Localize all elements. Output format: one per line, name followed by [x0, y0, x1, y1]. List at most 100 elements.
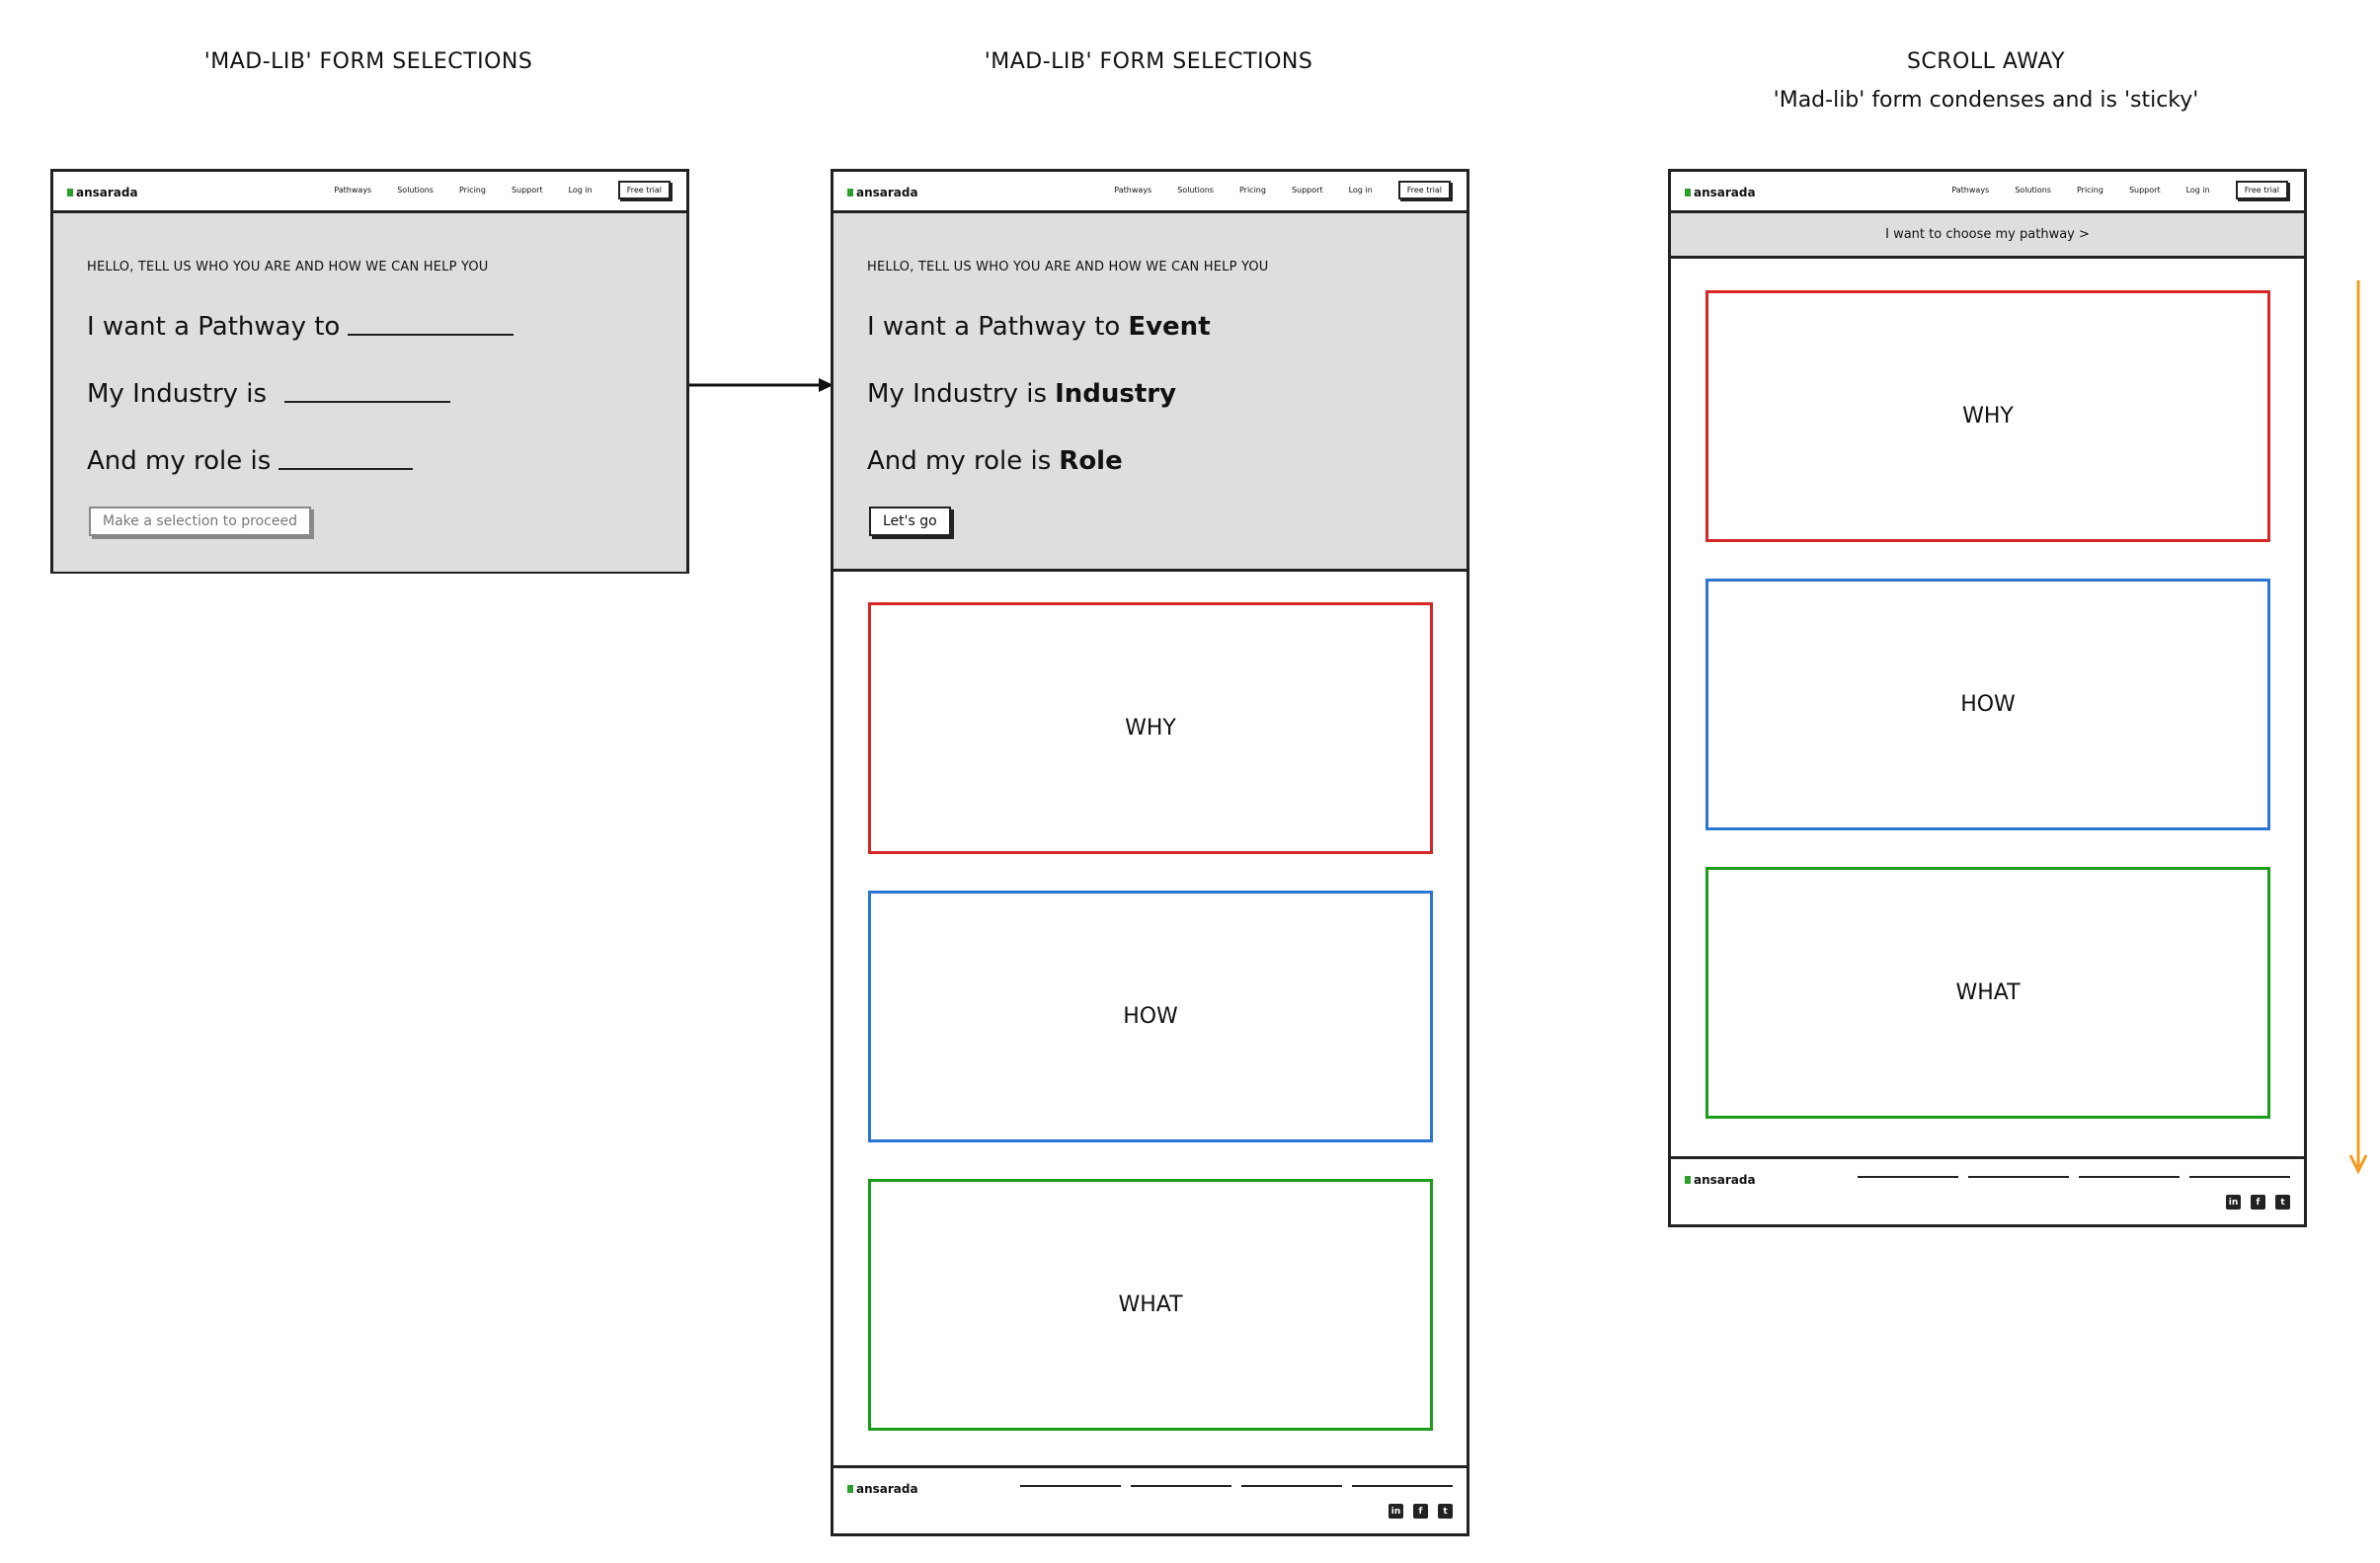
nav-link-support[interactable]: Support	[511, 186, 543, 195]
how-label: HOW	[1123, 1004, 1178, 1029]
facebook-icon[interactable]: f	[1413, 1504, 1428, 1519]
nav-link-login[interactable]: Log in	[568, 186, 593, 195]
role-prefix: And my role is	[867, 446, 1052, 476]
footer-link-placeholder[interactable]	[1241, 1485, 1342, 1487]
twitter-icon[interactable]: t	[1438, 1504, 1453, 1519]
facebook-icon[interactable]: f	[2251, 1195, 2265, 1210]
footer-link-placeholder[interactable]	[1020, 1485, 1121, 1487]
why-section: WHY	[1706, 290, 2270, 542]
what-section: WHAT	[1706, 867, 2270, 1119]
col3-title: SCROLL AWAY	[1906, 49, 2066, 74]
nav-link-support[interactable]: Support	[1291, 186, 1323, 195]
wireframe-initial-form: ansarada Pathways Solutions Pricing Supp…	[50, 169, 689, 574]
industry-row: My Industry is Industry	[867, 379, 1176, 409]
linkedin-icon[interactable]: in	[2226, 1195, 2241, 1210]
what-section: WHAT	[868, 1179, 1433, 1431]
page-footer: ansarada in f t	[1671, 1156, 2304, 1224]
industry-select-blank[interactable]	[284, 399, 451, 403]
nav-link-support[interactable]: Support	[2128, 186, 2161, 195]
role-row: And my role is	[87, 446, 414, 476]
industry-prefix: My Industry is	[87, 379, 268, 409]
social-icons: in f t	[2226, 1195, 2290, 1210]
transition-arrow-icon	[689, 378, 833, 392]
proceed-button-disabled: Make a selection to proceed	[89, 507, 311, 536]
nav-link-pathways[interactable]: Pathways	[1951, 186, 1990, 195]
role-prefix: And my role is	[87, 446, 272, 476]
form-intro: HELLO, TELL US WHO YOU ARE AND HOW WE CA…	[87, 260, 489, 274]
ansarada-logo-icon	[1685, 1176, 1691, 1184]
footer-link-placeholder[interactable]	[2079, 1176, 2180, 1178]
brand-name: ansarada	[856, 186, 918, 199]
footer-logo[interactable]: ansarada	[847, 1482, 918, 1496]
pathway-prefix: I want a Pathway to	[87, 312, 341, 342]
form-intro: HELLO, TELL US WHO YOU ARE AND HOW WE CA…	[867, 260, 1269, 274]
footer-logo[interactable]: ansarada	[1685, 1173, 1756, 1187]
footer-link-placeholder[interactable]	[1858, 1176, 1958, 1178]
nav-link-pricing[interactable]: Pricing	[458, 186, 486, 195]
brand-name: ansarada	[1694, 186, 1756, 199]
twitter-icon[interactable]: t	[2275, 1195, 2290, 1210]
pathway-row: I want a Pathway to Event	[867, 312, 1211, 342]
free-trial-button[interactable]: Free trial	[617, 181, 671, 199]
brand-name: ansarada	[1694, 1173, 1756, 1187]
nav-link-pricing[interactable]: Pricing	[1238, 186, 1266, 195]
madlib-form-hero: HELLO, TELL US WHO YOU ARE AND HOW WE CA…	[833, 213, 1467, 572]
nav-link-login[interactable]: Log in	[1348, 186, 1373, 195]
footer-links-placeholder	[1020, 1485, 1453, 1487]
col3-caption: SCROLL AWAY 'Mad-lib' form condenses and…	[1668, 49, 2304, 113]
industry-select[interactable]: Industry	[1055, 379, 1177, 409]
brand-name: ansarada	[76, 186, 138, 199]
footer-link-placeholder[interactable]	[1352, 1485, 1453, 1487]
col1-title: 'MAD-LIB' FORM SELECTIONS	[203, 49, 533, 74]
nav-link-solutions[interactable]: Solutions	[1177, 186, 1214, 195]
how-section: HOW	[868, 891, 1433, 1142]
nav-links: Pathways Solutions Pricing Support Log i…	[1114, 181, 1451, 199]
nav-link-solutions[interactable]: Solutions	[397, 186, 434, 195]
pathway-select-blank[interactable]	[348, 332, 515, 336]
what-label: WHAT	[1955, 980, 2021, 1005]
footer-link-placeholder[interactable]	[1131, 1485, 1231, 1487]
footer-link-placeholder[interactable]	[2189, 1176, 2290, 1178]
pathway-select[interactable]: Event	[1128, 312, 1211, 342]
why-section: WHY	[868, 602, 1433, 854]
free-trial-button[interactable]: Free trial	[1397, 181, 1451, 199]
nav-link-pathways[interactable]: Pathways	[1114, 186, 1152, 195]
nav-link-solutions[interactable]: Solutions	[2015, 186, 2051, 195]
wireframe-scrolled-sticky: ansarada Pathways Solutions Pricing Supp…	[1668, 169, 2307, 1227]
col3-subtitle: 'Mad-lib' form condenses and is 'sticky'	[1773, 88, 2199, 113]
brand-logo[interactable]: ansarada	[847, 186, 918, 199]
brand-logo[interactable]: ansarada	[1685, 186, 1756, 199]
sticky-pathway-bar[interactable]: I want to choose my pathway >	[1671, 213, 2304, 259]
how-section: HOW	[1706, 579, 2270, 830]
lets-go-button[interactable]: Let's go	[869, 507, 951, 536]
wireframe-filled-form: ansarada Pathways Solutions Pricing Supp…	[831, 169, 1469, 1536]
scroll-down-arrow-icon	[2348, 280, 2368, 1175]
nav-link-login[interactable]: Log in	[2185, 186, 2210, 195]
top-nav: ansarada Pathways Solutions Pricing Supp…	[833, 172, 1467, 213]
brand-logo[interactable]: ansarada	[67, 186, 138, 199]
social-icons: in f t	[1388, 1504, 1453, 1519]
page-footer: ansarada in f t	[833, 1465, 1467, 1533]
role-row: And my role is Role	[867, 446, 1123, 476]
pathway-prefix: I want a Pathway to	[867, 312, 1121, 342]
pathway-row: I want a Pathway to	[87, 312, 515, 342]
what-label: WHAT	[1118, 1292, 1183, 1317]
nav-links: Pathways Solutions Pricing Support Log i…	[334, 181, 671, 199]
nav-link-pathways[interactable]: Pathways	[334, 186, 372, 195]
top-nav: ansarada Pathways Solutions Pricing Supp…	[53, 172, 686, 213]
nav-link-pricing[interactable]: Pricing	[2076, 186, 2103, 195]
role-select[interactable]: Role	[1059, 446, 1123, 476]
linkedin-icon[interactable]: in	[1388, 1504, 1403, 1519]
ansarada-logo-icon	[67, 189, 73, 196]
nav-links: Pathways Solutions Pricing Support Log i…	[1951, 181, 2288, 199]
industry-row: My Industry is	[87, 379, 451, 409]
footer-link-placeholder[interactable]	[1968, 1176, 2069, 1178]
top-nav: ansarada Pathways Solutions Pricing Supp…	[1671, 172, 2304, 213]
free-trial-button[interactable]: Free trial	[2235, 181, 2288, 199]
ansarada-logo-icon	[847, 1485, 853, 1493]
madlib-form-hero: HELLO, TELL US WHO YOU ARE AND HOW WE CA…	[53, 213, 686, 572]
brand-name: ansarada	[856, 1482, 918, 1496]
role-select-blank[interactable]	[278, 466, 414, 470]
ansarada-logo-icon	[1685, 189, 1691, 196]
why-label: WHY	[1125, 716, 1176, 741]
